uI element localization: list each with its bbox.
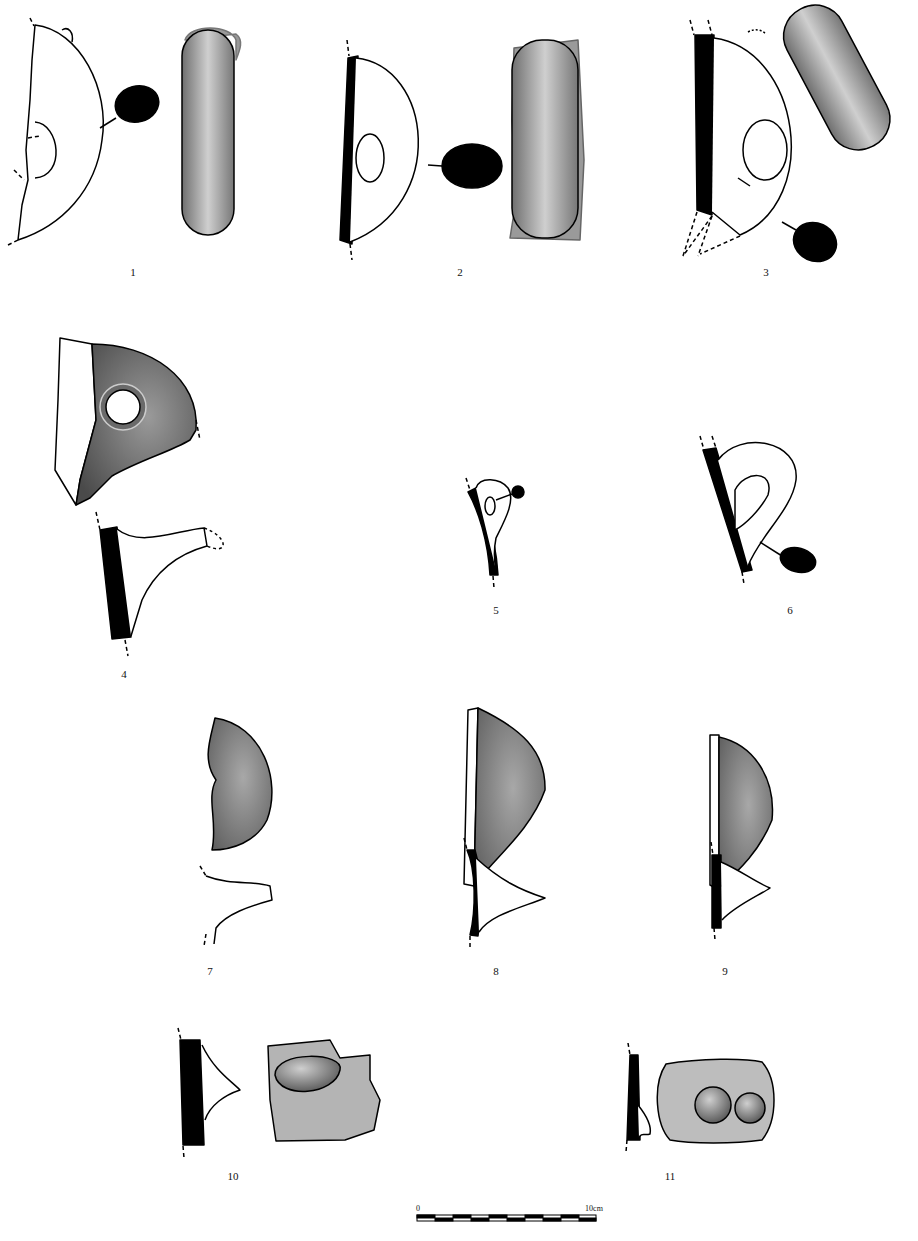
callout-number: 4 bbox=[121, 668, 127, 680]
handle-drawing bbox=[340, 40, 584, 260]
callout-number: 11 bbox=[665, 1170, 676, 1182]
handle-drawing bbox=[8, 18, 241, 245]
handle-drawing bbox=[700, 436, 818, 584]
callout-number: 2 bbox=[457, 266, 463, 278]
callout-number: 1 bbox=[130, 266, 136, 278]
callout-number: 10 bbox=[228, 1170, 239, 1182]
callout-number: 5 bbox=[493, 604, 499, 616]
handle-drawing bbox=[466, 478, 524, 588]
callout-number: 3 bbox=[763, 266, 769, 278]
callout-number: 9 bbox=[722, 965, 728, 977]
knob-drawing bbox=[464, 708, 545, 948]
knob-drawing bbox=[626, 1043, 774, 1152]
knob-drawing bbox=[200, 718, 272, 946]
callout-number: 7 bbox=[207, 965, 213, 977]
scale-label: 10cm bbox=[585, 1204, 603, 1213]
scale-bar bbox=[417, 1215, 596, 1221]
handle-drawing bbox=[55, 338, 223, 656]
callout-number: 6 bbox=[787, 604, 793, 616]
handle-drawing bbox=[683, 0, 901, 269]
scale-label: 0 bbox=[416, 1204, 420, 1213]
knob-drawing bbox=[178, 1028, 380, 1158]
callout-number: 8 bbox=[493, 965, 499, 977]
knob-drawing bbox=[710, 735, 772, 940]
